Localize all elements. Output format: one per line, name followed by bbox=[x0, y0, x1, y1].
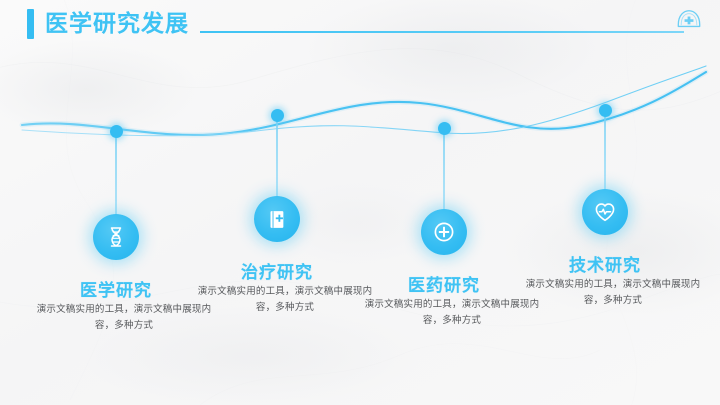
node-dot-3[interactable] bbox=[437, 121, 451, 135]
item-3-body: 演示文稿实用的工具，演示文稿中展现内容，多种方式 bbox=[364, 299, 540, 326]
title-divider-rule bbox=[200, 31, 684, 33]
heart-pulse-icon bbox=[595, 203, 615, 222]
item-3-icon-badge[interactable] bbox=[421, 209, 467, 255]
item-1-title: 医学研究 bbox=[80, 281, 152, 300]
dna-icon bbox=[110, 227, 122, 247]
item-1-body: 演示文稿实用的工具，演示文稿中展现内容，多种方式 bbox=[36, 304, 212, 331]
item-4-body: 演示文稿实用的工具，演示文稿中展现内容，多种方式 bbox=[525, 279, 701, 306]
item-2-icon-badge[interactable] bbox=[254, 196, 300, 242]
drop-line-4 bbox=[604, 110, 606, 189]
item-2-title: 治疗研究 bbox=[241, 263, 313, 282]
drop-line-1 bbox=[115, 131, 117, 219]
item-1-icon-badge[interactable] bbox=[93, 214, 139, 260]
item-4-icon-badge[interactable] bbox=[582, 189, 628, 235]
plus-circle-icon bbox=[434, 222, 454, 242]
medical-book-icon bbox=[270, 210, 283, 228]
drop-line-3 bbox=[443, 128, 445, 209]
item-4-title: 技术研究 bbox=[569, 256, 641, 275]
page-title: 医学研究发展 bbox=[45, 10, 189, 36]
node-dot-4[interactable] bbox=[598, 103, 612, 117]
drop-line-2 bbox=[276, 115, 278, 199]
title-accent-bar bbox=[27, 9, 34, 39]
nurse-cap-icon bbox=[677, 10, 701, 28]
slide-header: 医学研究发展 bbox=[0, 0, 720, 48]
node-dot-1[interactable] bbox=[109, 124, 123, 138]
node-dot-2[interactable] bbox=[270, 108, 284, 122]
item-3-title: 医药研究 bbox=[408, 276, 480, 295]
item-2-body: 演示文稿实用的工具，演示文稿中展现内容，多种方式 bbox=[197, 286, 373, 313]
